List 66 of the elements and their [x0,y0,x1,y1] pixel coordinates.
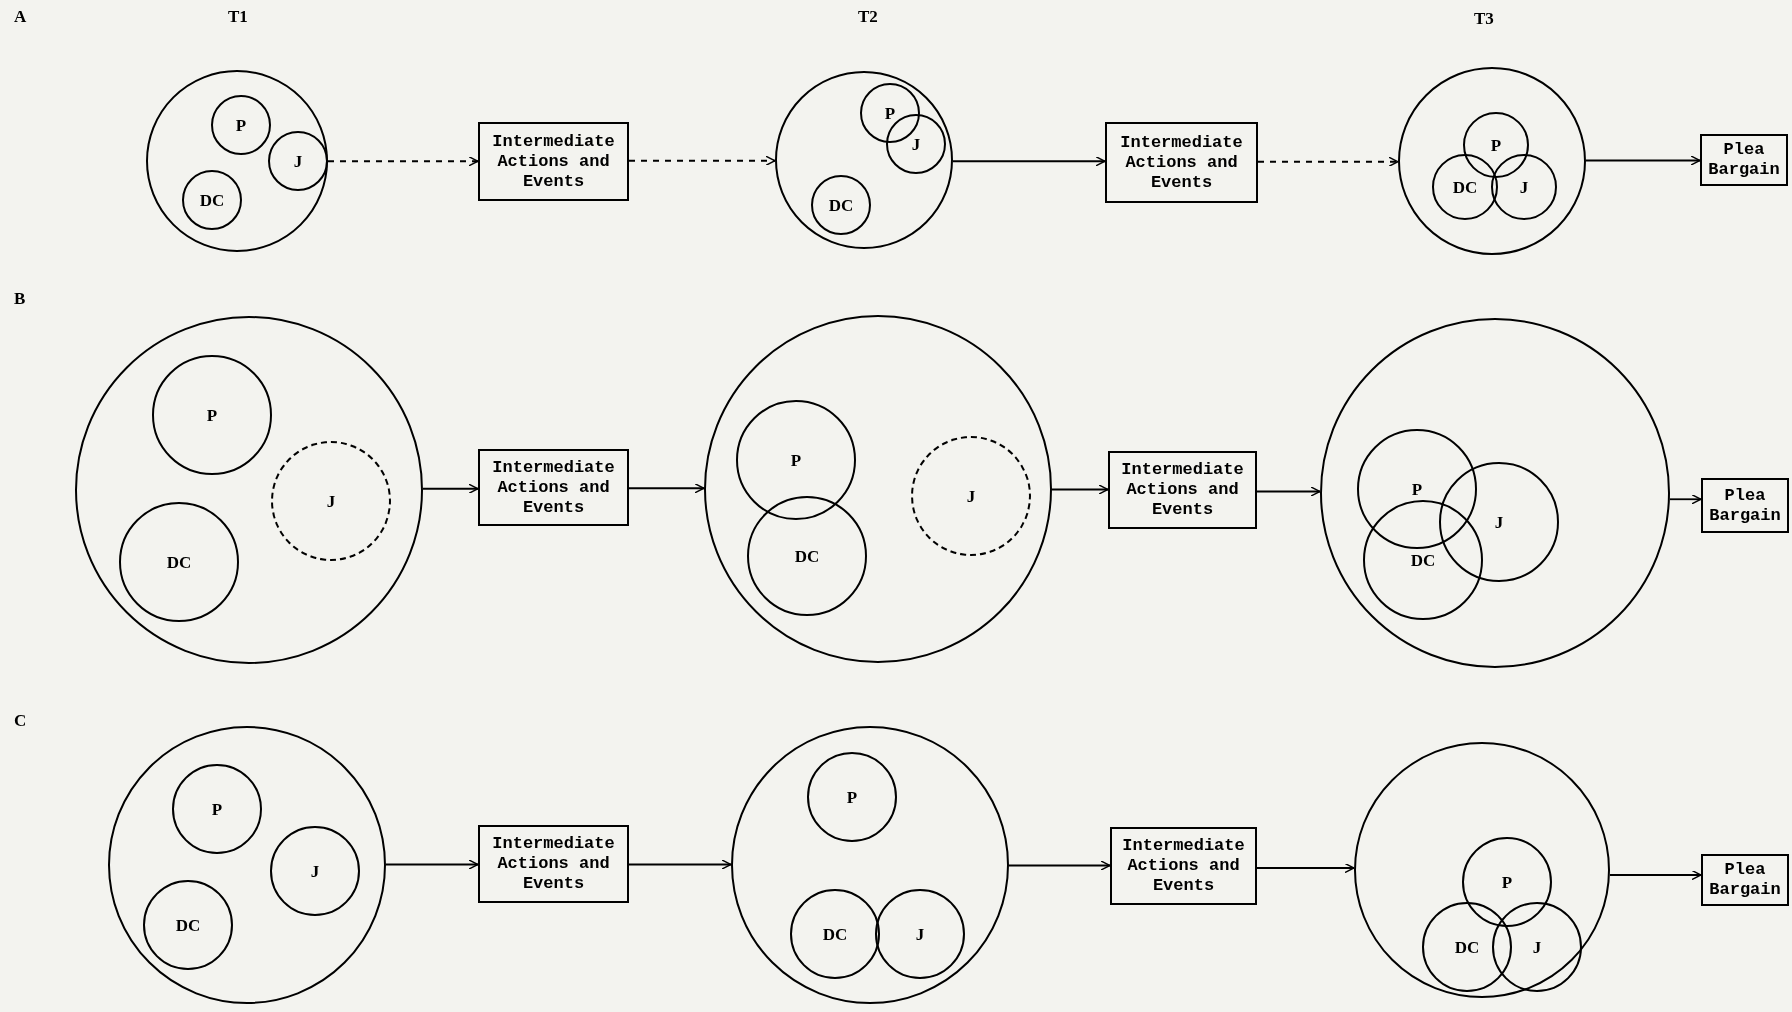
arrow [1585,155,1701,166]
actor-label: P [235,116,247,134]
stage-box [1700,134,1788,186]
arrow [1051,484,1109,495]
actor-label: P [211,800,223,818]
actor-label: DC [828,196,854,214]
actor-label: J [966,487,976,505]
actor-label: DC [1410,551,1436,569]
actor-label: DC [794,547,820,565]
actor-label: P [884,104,896,122]
time-label: T3 [1474,10,1494,27]
actor-label: P [206,406,218,424]
actor-label: J [1519,178,1529,196]
arrow [1256,486,1321,497]
arrow [628,859,732,870]
actor-label: P [790,451,802,469]
arrow [1669,494,1702,505]
actor-label: J [911,135,921,153]
time-label: T2 [858,8,878,25]
stage-box [478,122,629,201]
arrow [952,156,1106,167]
arrow [628,155,776,166]
actor-label: J [1532,938,1542,956]
actor-label: P [1490,136,1502,154]
actor-label: P [846,788,858,806]
stage-label: Plea Bargain [1707,140,1781,180]
actor-label: P [1411,480,1423,498]
actor-label: DC [166,553,192,571]
stage-box [478,825,629,903]
stage-label: Intermediate Actions and Events [491,131,616,192]
stage-box [1108,451,1257,529]
stage-box [1701,478,1789,533]
panel-letter: A [14,8,27,25]
arrow [1257,156,1399,167]
actor-label: DC [1452,178,1478,196]
stage-box [478,449,629,526]
arrow [1609,869,1702,881]
stage-box [1110,827,1257,905]
stage-box [1105,122,1258,203]
actor-label: DC [175,916,201,934]
actor-label: DC [199,191,225,209]
stage-label: Intermediate Actions and Events [1119,132,1244,193]
stage-label: Intermediate Actions and Events [1120,460,1245,520]
stage-label: Intermediate Actions and Events [1121,836,1246,896]
arrow [327,156,479,167]
arrow [1256,862,1355,874]
panel-letter: C [14,712,27,729]
arrow [628,483,705,494]
actor-label: DC [822,925,848,943]
actor-label: J [915,925,925,943]
stage-label: Plea Bargain [1708,860,1782,900]
actor-label: J [293,152,303,170]
stage-label: Intermediate Actions and Events [491,457,616,518]
actor-label: J [1494,513,1504,531]
arrow [422,483,479,494]
actor-label: J [310,862,320,880]
stage-box [1701,854,1789,906]
arrow [1008,860,1111,871]
stage-label: Intermediate Actions and Events [491,834,616,894]
panel-letter: B [14,290,26,307]
stage-label: Plea Bargain [1708,485,1782,526]
actor-label: J [326,492,336,510]
time-label: T1 [228,8,248,25]
actor-label: DC [1454,938,1480,956]
arrow [385,859,479,870]
actor-label: P [1501,873,1513,891]
